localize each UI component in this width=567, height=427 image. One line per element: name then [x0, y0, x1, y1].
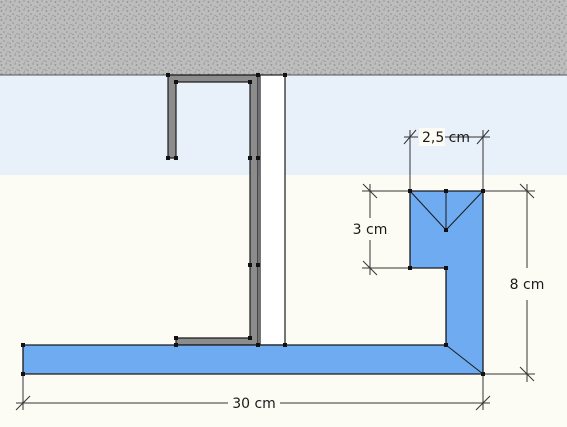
- vertex-node: [248, 336, 252, 340]
- vertex-node: [174, 336, 178, 340]
- vertex-node: [174, 156, 178, 160]
- vertex-node: [256, 263, 260, 267]
- vertex-nodes: [21, 73, 485, 376]
- plasterboard-strip: [259, 74, 286, 346]
- vertex-node: [248, 80, 252, 84]
- vertex-node: [444, 228, 448, 232]
- vertex-node: [444, 266, 448, 270]
- vertex-node: [248, 156, 252, 160]
- vertex-node: [21, 372, 25, 376]
- vertex-node: [166, 73, 170, 77]
- dimension-height: 8 cm: [485, 183, 545, 382]
- vertex-node: [283, 343, 287, 347]
- vertex-node: [21, 343, 25, 347]
- vertex-node: [444, 189, 448, 193]
- vertex-node: [444, 343, 448, 347]
- length-label: 30 cm: [232, 396, 276, 412]
- vertex-node: [283, 73, 287, 77]
- dimension-drop: 3 cm: [353, 183, 408, 276]
- vertex-node: [408, 189, 412, 193]
- vertex-node: [166, 156, 170, 160]
- height-label: 8 cm: [510, 277, 545, 293]
- vertex-node: [481, 189, 485, 193]
- vertex-node: [256, 156, 260, 160]
- vertex-node: [256, 343, 260, 347]
- dimension-width: 2,5 cm: [403, 128, 490, 189]
- vertex-node: [481, 372, 485, 376]
- dimension-length: 30 cm: [15, 376, 491, 412]
- width-label: 2,5 cm: [422, 130, 470, 146]
- vertex-node: [248, 263, 252, 267]
- vertex-node: [174, 343, 178, 347]
- ceiling-slab: [0, 0, 567, 75]
- drop-label: 3 cm: [353, 222, 388, 238]
- cornice-inner-lines: [409, 190, 484, 375]
- vertex-node: [174, 80, 178, 84]
- vertex-node: [256, 73, 260, 77]
- vertex-node: [408, 266, 412, 270]
